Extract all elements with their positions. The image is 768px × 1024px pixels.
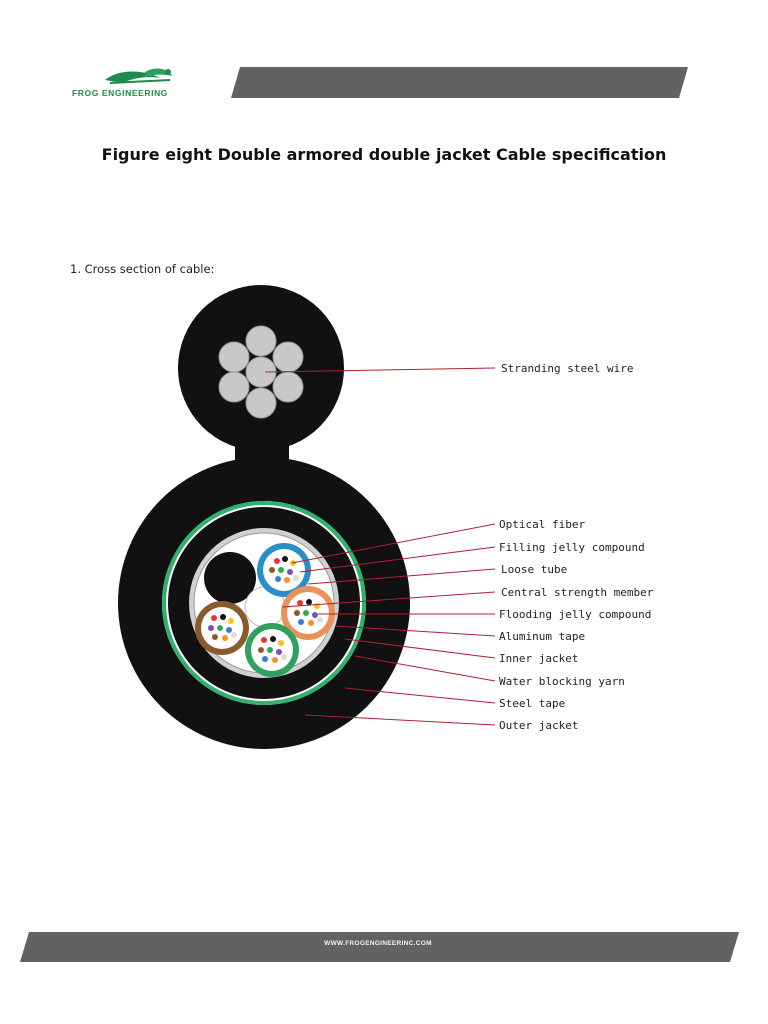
- page-title: Figure eight Double armored double jacke…: [101, 145, 667, 164]
- callout-inner-jacket: Inner jacket: [499, 652, 578, 665]
- company-logo: FROG ENGINEERING: [50, 50, 228, 122]
- callout-aluminum-tape: Aluminum tape: [499, 630, 585, 643]
- callout-outer-jacket: Outer jacket: [499, 719, 578, 732]
- footer-url[interactable]: WWW.FROGENGINEERINC.COM: [324, 940, 432, 947]
- section-label: 1. Cross section of cable:: [70, 262, 215, 276]
- loose-tube-green: [245, 623, 299, 677]
- frog-logo-icon: [105, 68, 172, 84]
- loose-tube-brown: [195, 601, 249, 655]
- callout-flooding-jelly-compound: Flooding jelly compound: [499, 608, 651, 621]
- callout-loose-tube: Loose tube: [501, 563, 567, 576]
- header-bar: [231, 67, 688, 98]
- callout-lines: [264, 367, 496, 726]
- steel-tape-green: [162, 501, 366, 705]
- logo-text: FROG ENGINEERING: [72, 88, 169, 98]
- callout-filling-jelly-compound: Filling jelly compound: [499, 541, 645, 554]
- callout-steel-tape: Steel tape: [499, 697, 565, 710]
- stranding-steel-wires: [218, 325, 304, 419]
- filler-rod: [204, 552, 256, 604]
- loose-tube-orange: [281, 586, 335, 640]
- callout-optical-fiber: Optical fiber: [499, 518, 585, 531]
- footer-bar: [20, 932, 739, 962]
- callout-water-blocking-yarn: Water blocking yarn: [499, 675, 625, 688]
- callout-central-strength-member: Central strength member: [501, 586, 654, 599]
- callout-stranding-steel-wire: Stranding steel wire: [501, 362, 633, 375]
